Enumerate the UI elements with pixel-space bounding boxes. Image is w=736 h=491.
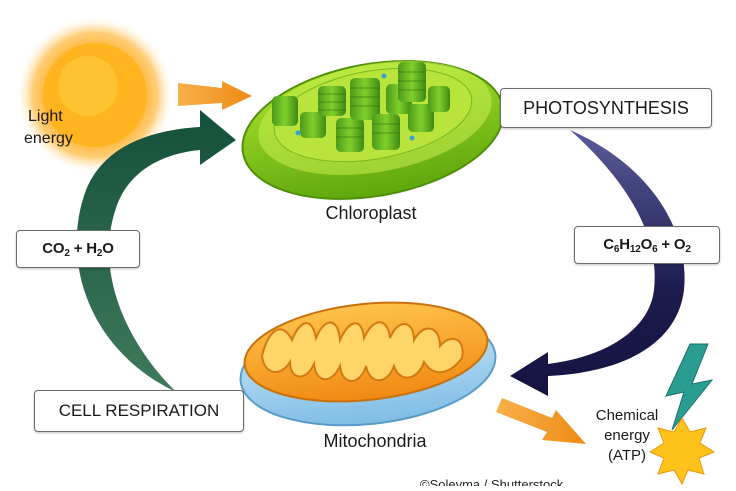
light-energy-line1: Light [28, 108, 63, 125]
mitochondria-label: Mitochondria [323, 431, 427, 451]
mitochondria-icon [239, 301, 497, 427]
credit-text: ©Soleyma / Shutterstock [420, 477, 564, 486]
formula-sub-6b: 6 [652, 243, 658, 255]
chemical-energy-line2: energy [604, 427, 650, 444]
formula-sub-2: 2 [685, 243, 691, 255]
products-box: C6H12O6 + O2 [574, 226, 720, 264]
cell-respiration-box-label: CELL RESPIRATION [58, 401, 220, 420]
formula-co: CO [42, 239, 65, 257]
formula-sub-2a: 2 [64, 247, 70, 259]
chloroplast-icon [241, 60, 505, 200]
light-arrow [178, 81, 252, 110]
formula-h: H [619, 235, 630, 253]
formula-sub-6a: 6 [613, 243, 620, 255]
photosynthesis-box-label: PHOTOSYNTHESIS [523, 97, 689, 118]
chemical-energy-line1: Chemical [595, 407, 659, 424]
reactants-box: CO2 + H2O [16, 230, 140, 268]
chloroplast-label: Chloroplast [325, 203, 417, 223]
grana-stacks [272, 62, 450, 152]
light-energy-label: Light energy [14, 106, 94, 150]
formula-c: C [603, 235, 614, 253]
lightning-icon [665, 343, 714, 431]
formula-o2: O [640, 235, 653, 253]
light-energy-line2: energy [24, 130, 73, 147]
formula-sub-12: 12 [629, 243, 641, 255]
formula-sub-2b: 2 [96, 247, 103, 259]
starburst-icon [648, 416, 716, 486]
reactants-formula: CO2 + H2O [42, 239, 114, 259]
formula-plus-h: + H [69, 239, 97, 257]
photosynthesis-box: PHOTOSYNTHESIS [500, 88, 712, 128]
products-formula: C6H12O6 + O2 [603, 236, 691, 255]
sun-icon [17, 17, 173, 173]
formula-o: O [102, 239, 114, 257]
formula-plus-o: + O [657, 235, 686, 253]
navy-cycle-arrow [510, 130, 685, 396]
chemical-energy-label: Chemical energy (ATP) [572, 406, 682, 466]
chemical-energy-line3: (ATP) [607, 447, 647, 464]
green-cycle-arrow [76, 110, 236, 392]
cell-respiration-box: CELL RESPIRATION [34, 390, 244, 432]
atp-arrow [496, 398, 586, 444]
